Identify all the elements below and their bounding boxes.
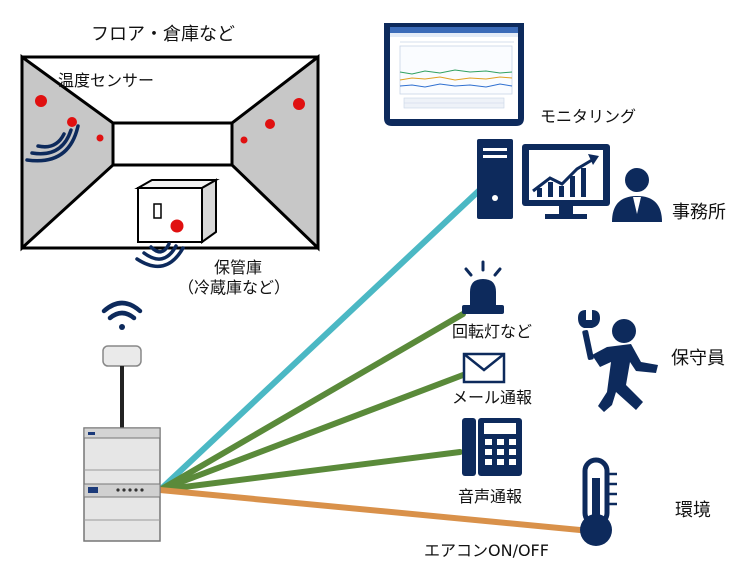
voice-label: 音声通報 [458,487,523,506]
room-back-wall [111,121,234,167]
office-worker-icon [612,168,662,222]
storage-label: 保管庫 [214,258,263,277]
light-label: 回転灯など [452,322,533,341]
mail-icon [462,352,506,384]
room-right-wall [230,53,320,252]
warning-light-icon [462,260,504,314]
storage-wireless-icon [135,242,185,269]
receiver-antenna [102,345,142,428]
sensor-dot [67,117,77,127]
maintenance-label: 保守員 [671,348,725,369]
aircon-line [157,487,583,533]
sensor-dot [293,98,305,110]
environment-label: 環境 [675,500,711,521]
thermometer-icon [580,457,617,546]
monitoring-screen [384,23,524,126]
trend-monitor-icon [522,144,610,219]
storage-box [134,178,220,244]
office-label: 事務所 [672,202,726,223]
light-line [157,311,466,493]
sensor-dot [35,95,47,107]
mail-line [157,372,466,493]
sensor-dot [265,119,275,129]
monitoring-label: モニタリング [540,107,637,126]
aircon-label: エアコンON/OFF [424,541,549,560]
phone-icon [462,418,522,476]
sensor-dot [170,219,184,233]
storage-sublabel: （冷蔵庫など） [178,278,291,297]
sensor-label: 温度センサー [58,71,155,90]
temperature-sensors [35,95,305,144]
controller-unit [83,427,161,542]
sensor-dot [96,134,104,142]
wrench-icon [578,310,600,360]
pc-tower-icon [477,139,513,219]
wifi-icon [101,300,143,330]
voice-line [157,449,463,493]
floor-title: フロア・倉庫など [91,24,235,45]
connection-lines [157,182,583,533]
monitoring-line [157,182,488,493]
mail-label: メール通報 [452,388,533,407]
maintenance-worker-icon [578,310,658,412]
room-wireless-icon [25,124,80,163]
sensor-dot [240,136,248,144]
